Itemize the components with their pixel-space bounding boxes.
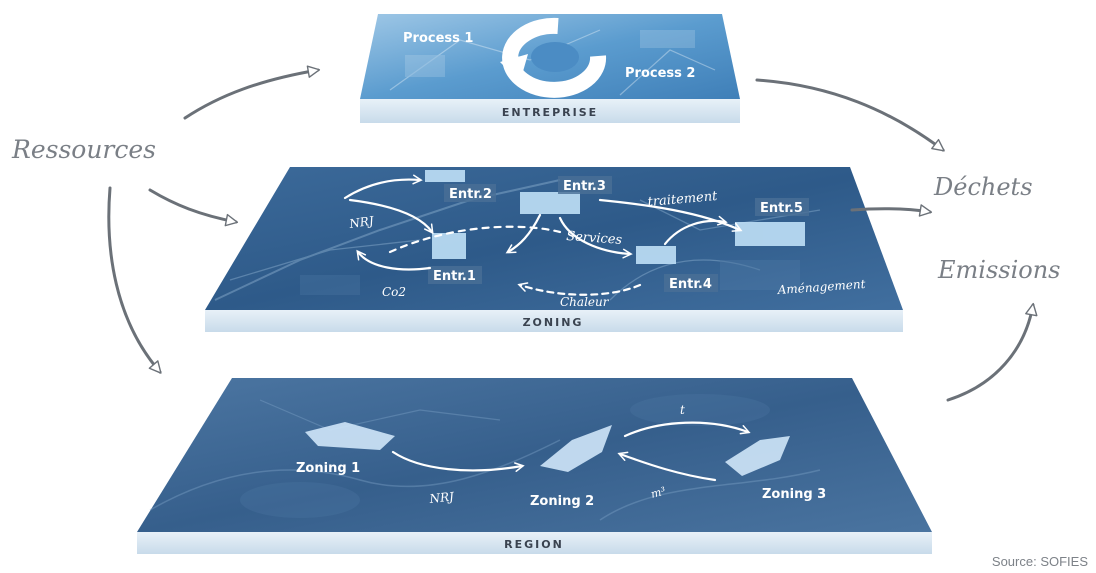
region-layer-name: REGION [504,538,564,551]
zoning-traitement-note: traitement [647,189,719,210]
zoning-co2-note: Co2 [382,285,406,299]
entreprise-plate-edge [360,99,740,123]
entr5-label: Entr.5 [760,201,803,216]
arrow-ressources-to-entreprise [183,65,321,120]
zoning3-label: Zoning 3 [762,487,826,502]
entreprise-layer-name: ENTREPRISE [502,106,598,119]
zoning-amenagement-note: Aménagement [776,277,866,297]
entreprise-layer: Process 1 Process 2 ENTREPRISE [360,14,740,123]
zoning-flows [343,174,743,296]
entr3-label: Entr.3 [563,179,606,194]
zoning-entity-labels: Entr.2 Entr.3 Entr.5 Entr.1 Entr.4 [428,176,809,292]
entr1-label: Entr.1 [433,269,476,284]
region-layer: NRJ t m³ Zoning 1 Zoning 2 Zoning 3 REGI… [137,378,932,554]
process-cycle-icon [500,17,607,98]
region-flows [391,421,751,482]
region-t-note: t [680,403,685,417]
ressources-label: Ressources [11,135,156,164]
entr2-label: Entr.2 [449,187,492,202]
zoning-layer-name: ZONING [523,316,584,329]
arrow-region-to-emissions [946,302,1038,402]
arrow-ressources-to-zoning [148,188,239,227]
zoning-layer: Entr.2 Entr.3 Entr.5 Entr.1 Entr.4 NRJ C… [205,167,903,332]
region-zone-shapes [305,422,790,476]
region-map-texture [149,394,821,521]
region-plate-edge [137,532,932,554]
process2-label: Process 2 [625,66,695,81]
emissions-label: Emissions [937,256,1060,284]
process1-label: Process 1 [403,31,473,46]
entr4-label: Entr.4 [669,277,712,292]
zoning-buildings [425,170,805,264]
zoning-plate [205,167,903,310]
zoning-chaleur-note: Chaleur [560,295,610,309]
zoning-map-texture [214,179,821,301]
zoning1-label: Zoning 1 [296,461,360,476]
dechets-label: Déchets [933,173,1033,201]
zoning-services-note: Services [566,229,623,248]
zoning-plate-edge [205,310,903,332]
zoning-nrj-note: NRJ [347,214,375,232]
source-credit: Source: SOFIES [991,554,1088,569]
arrow-ressources-to-region [107,186,162,374]
region-plate [137,378,932,532]
arrow-zoning-to-dechets [850,204,933,217]
arrow-entreprise-to-dechets [755,78,945,152]
region-nrj-note: NRJ [428,489,456,506]
region-m3-note: m³ [649,484,667,500]
zoning2-label: Zoning 2 [530,494,594,509]
outer-arrows [107,65,1038,402]
